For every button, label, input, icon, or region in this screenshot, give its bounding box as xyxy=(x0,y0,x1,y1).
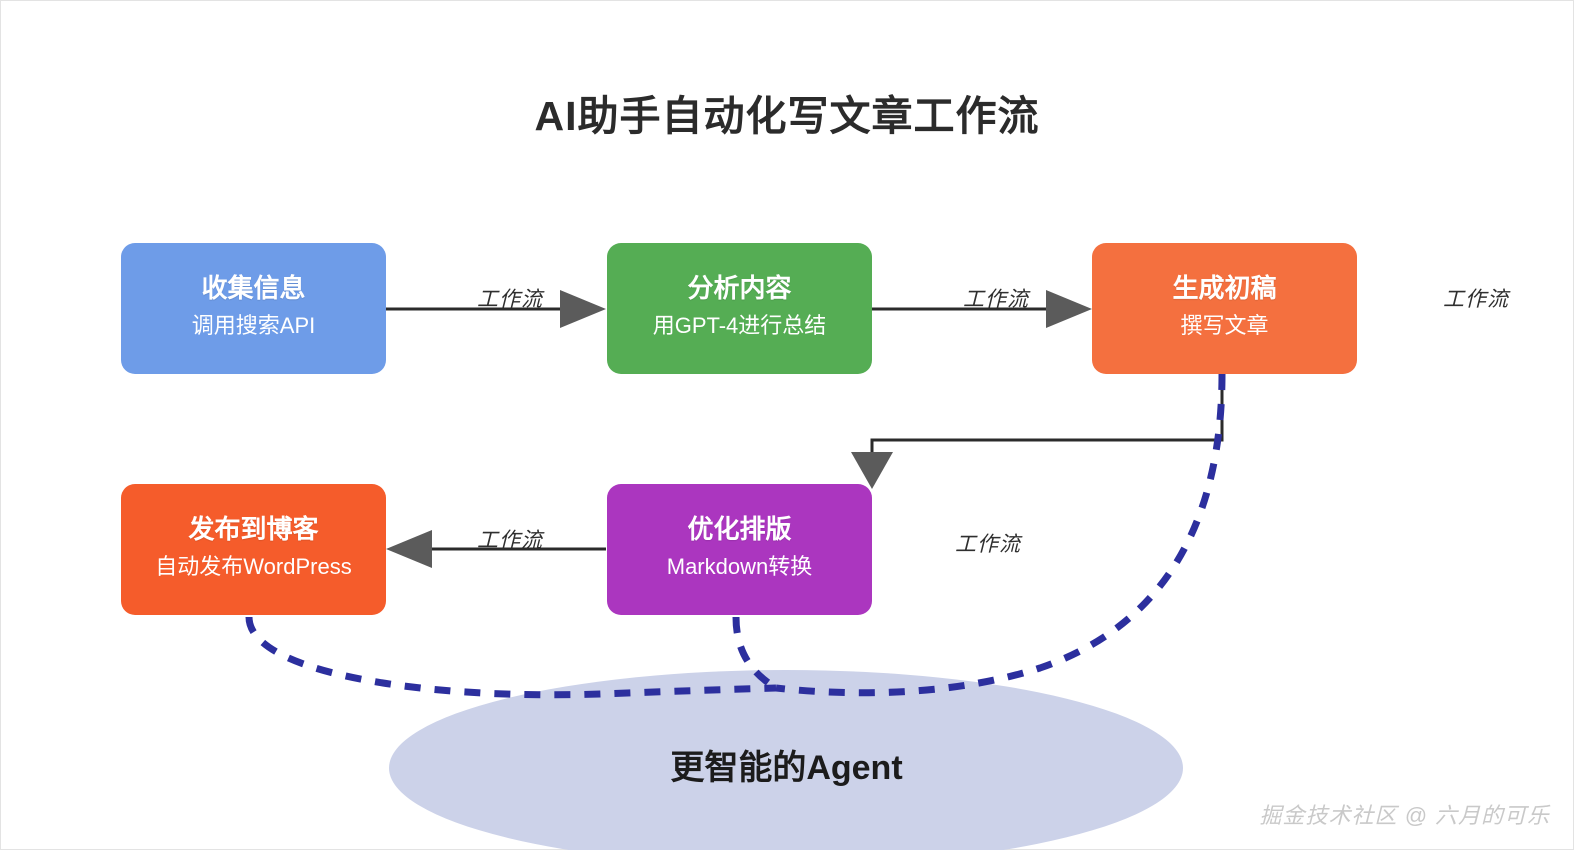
page-title: AI助手自动化写文章工作流 xyxy=(534,93,1040,139)
edge-label-collect-to-analyze: 工作流 xyxy=(477,288,543,311)
agent-ellipse xyxy=(389,670,1183,850)
node-subtitle: 撰写文章 xyxy=(1180,313,1269,339)
node-title: 收集信息 xyxy=(201,272,306,303)
dashed-link-draft-to-agent xyxy=(775,373,1226,697)
dashed-link-publish-to-agent xyxy=(245,616,777,699)
agent-ellipse-label: 更智能的Agent xyxy=(670,749,903,787)
connector-optimize-to-publish xyxy=(386,530,606,568)
connector-collect-to-analyze xyxy=(386,290,606,328)
node-optimize-layout[interactable]: 优化排版 Markdown转换 xyxy=(607,484,872,615)
watermark: 掘金技术社区 @ 六月的可乐 xyxy=(1259,803,1550,828)
node-generate-draft[interactable]: 生成初稿 撰写文章 xyxy=(1092,243,1357,374)
node-title: 生成初稿 xyxy=(1172,272,1277,303)
edge-label-optimize-to-publish: 工作流 xyxy=(477,529,543,552)
edge-label-agent-loop: 工作流 xyxy=(955,533,1021,556)
node-title: 优化排版 xyxy=(687,513,792,544)
connector-analyze-to-draft xyxy=(872,290,1092,328)
node-subtitle: 调用搜索API xyxy=(191,313,316,339)
node-title: 发布到博客 xyxy=(188,513,319,544)
node-title: 分析内容 xyxy=(687,272,792,303)
edge-label-analyze-to-draft: 工作流 xyxy=(963,288,1029,311)
node-collect-info[interactable]: 收集信息 调用搜索API xyxy=(121,243,386,374)
edge-label-right-standalone: 工作流 xyxy=(1443,288,1509,311)
connector-draft-to-optimize xyxy=(851,374,1224,489)
node-subtitle: 用GPT-4进行总结 xyxy=(652,313,827,339)
node-analyze-content[interactable]: 分析内容 用GPT-4进行总结 xyxy=(607,243,872,374)
dashed-link-optimize-to-agent xyxy=(732,616,778,691)
node-subtitle: 自动发布WordPress xyxy=(155,554,352,580)
node-subtitle: Markdown转换 xyxy=(666,554,813,580)
node-publish-blog[interactable]: 发布到博客 自动发布WordPress xyxy=(121,484,386,615)
